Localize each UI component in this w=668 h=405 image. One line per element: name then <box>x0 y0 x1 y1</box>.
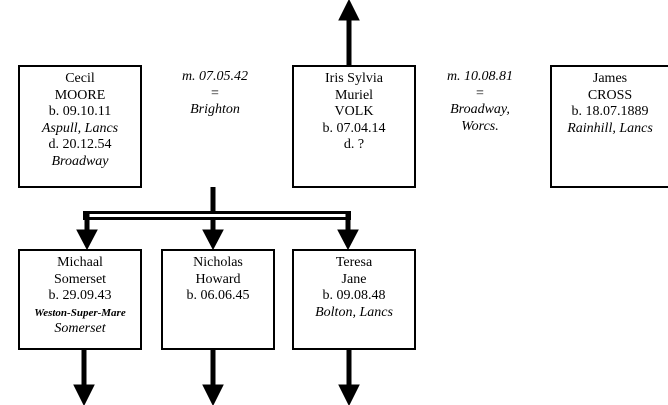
surname: MOORE <box>54 87 106 103</box>
birth-place: Weston-Super-Mare <box>34 306 126 319</box>
person-nicholas[interactable]: Nicholas Howard b. 06.06.45 <box>161 249 275 350</box>
marriage-sign: = <box>476 85 484 101</box>
birth-place: Aspull, Lancs <box>41 120 119 136</box>
birth-date: b. 18.07.1889 <box>571 104 649 119</box>
marriage-place: Broadway, <box>450 102 510 117</box>
given-name: Teresa <box>335 255 373 270</box>
birth-date: b. 06.06.45 <box>186 288 250 303</box>
birth-county: Somerset <box>54 321 106 336</box>
person-michaal[interactable]: Michaal Somerset b. 29.09.43 Weston-Supe… <box>18 249 142 350</box>
marriage-1: m. 07.05.42 = Brighton <box>155 69 275 119</box>
marriage-sign: = <box>211 85 219 101</box>
arrow-to-michaal-icon <box>76 229 98 251</box>
marriage-place-county: Worcs. <box>461 118 499 134</box>
descendant-arrow-icon <box>202 384 224 405</box>
birth-date: b. 09.10.11 <box>48 104 112 119</box>
person-teresa[interactable]: Teresa Jane b. 09.08.48 Bolton, Lancs <box>292 249 416 350</box>
descendant-arrow-icon <box>338 384 360 405</box>
middle-name: Somerset <box>53 271 107 287</box>
marriage-place: Brighton <box>190 102 240 117</box>
person-iris-volk[interactable]: Iris Sylvia Muriel VOLK b. 07.04.14 d. ? <box>292 65 416 188</box>
arrow-to-nicholas-icon <box>202 229 224 251</box>
birth-date: b. 29.09.43 <box>48 288 112 303</box>
ancestor-arrow-icon <box>338 0 360 21</box>
birth-date: b. 07.04.14 <box>322 120 386 136</box>
arrow-to-teresa-icon <box>337 229 359 251</box>
death-date: d. 20.12.54 <box>48 137 112 152</box>
middle-name: Howard <box>195 271 241 287</box>
marriage-date: m. 10.08.81 <box>446 69 514 84</box>
birth-place: Rainhill, Lancs <box>567 120 653 136</box>
given-name: James <box>592 71 628 86</box>
birth-date: b. 09.08.48 <box>322 288 386 303</box>
death-date: d. ? <box>343 137 365 152</box>
surname: CROSS <box>587 87 633 103</box>
death-place: Broadway <box>51 153 109 169</box>
descendant-arrow-icon <box>73 384 95 405</box>
person-james-cross[interactable]: James CROSS b. 18.07.1889 Rainhill, Lanc… <box>550 65 668 188</box>
given-name: Michaal <box>57 255 103 270</box>
middle-name: Muriel <box>334 87 374 103</box>
given-name: Cecil <box>65 71 95 86</box>
marriage-2: m. 10.08.81 = Broadway, Worcs. <box>420 69 540 135</box>
marriage-date: m. 07.05.42 <box>181 69 249 84</box>
birth-place: Bolton, Lancs <box>315 304 393 320</box>
person-cecil-moore[interactable]: Cecil MOORE b. 09.10.11 Aspull, Lancs d.… <box>18 65 142 188</box>
given-name: Nicholas <box>193 255 243 270</box>
surname: VOLK <box>334 104 374 119</box>
given-name: Iris Sylvia <box>325 71 383 86</box>
middle-name: Jane <box>341 271 367 287</box>
